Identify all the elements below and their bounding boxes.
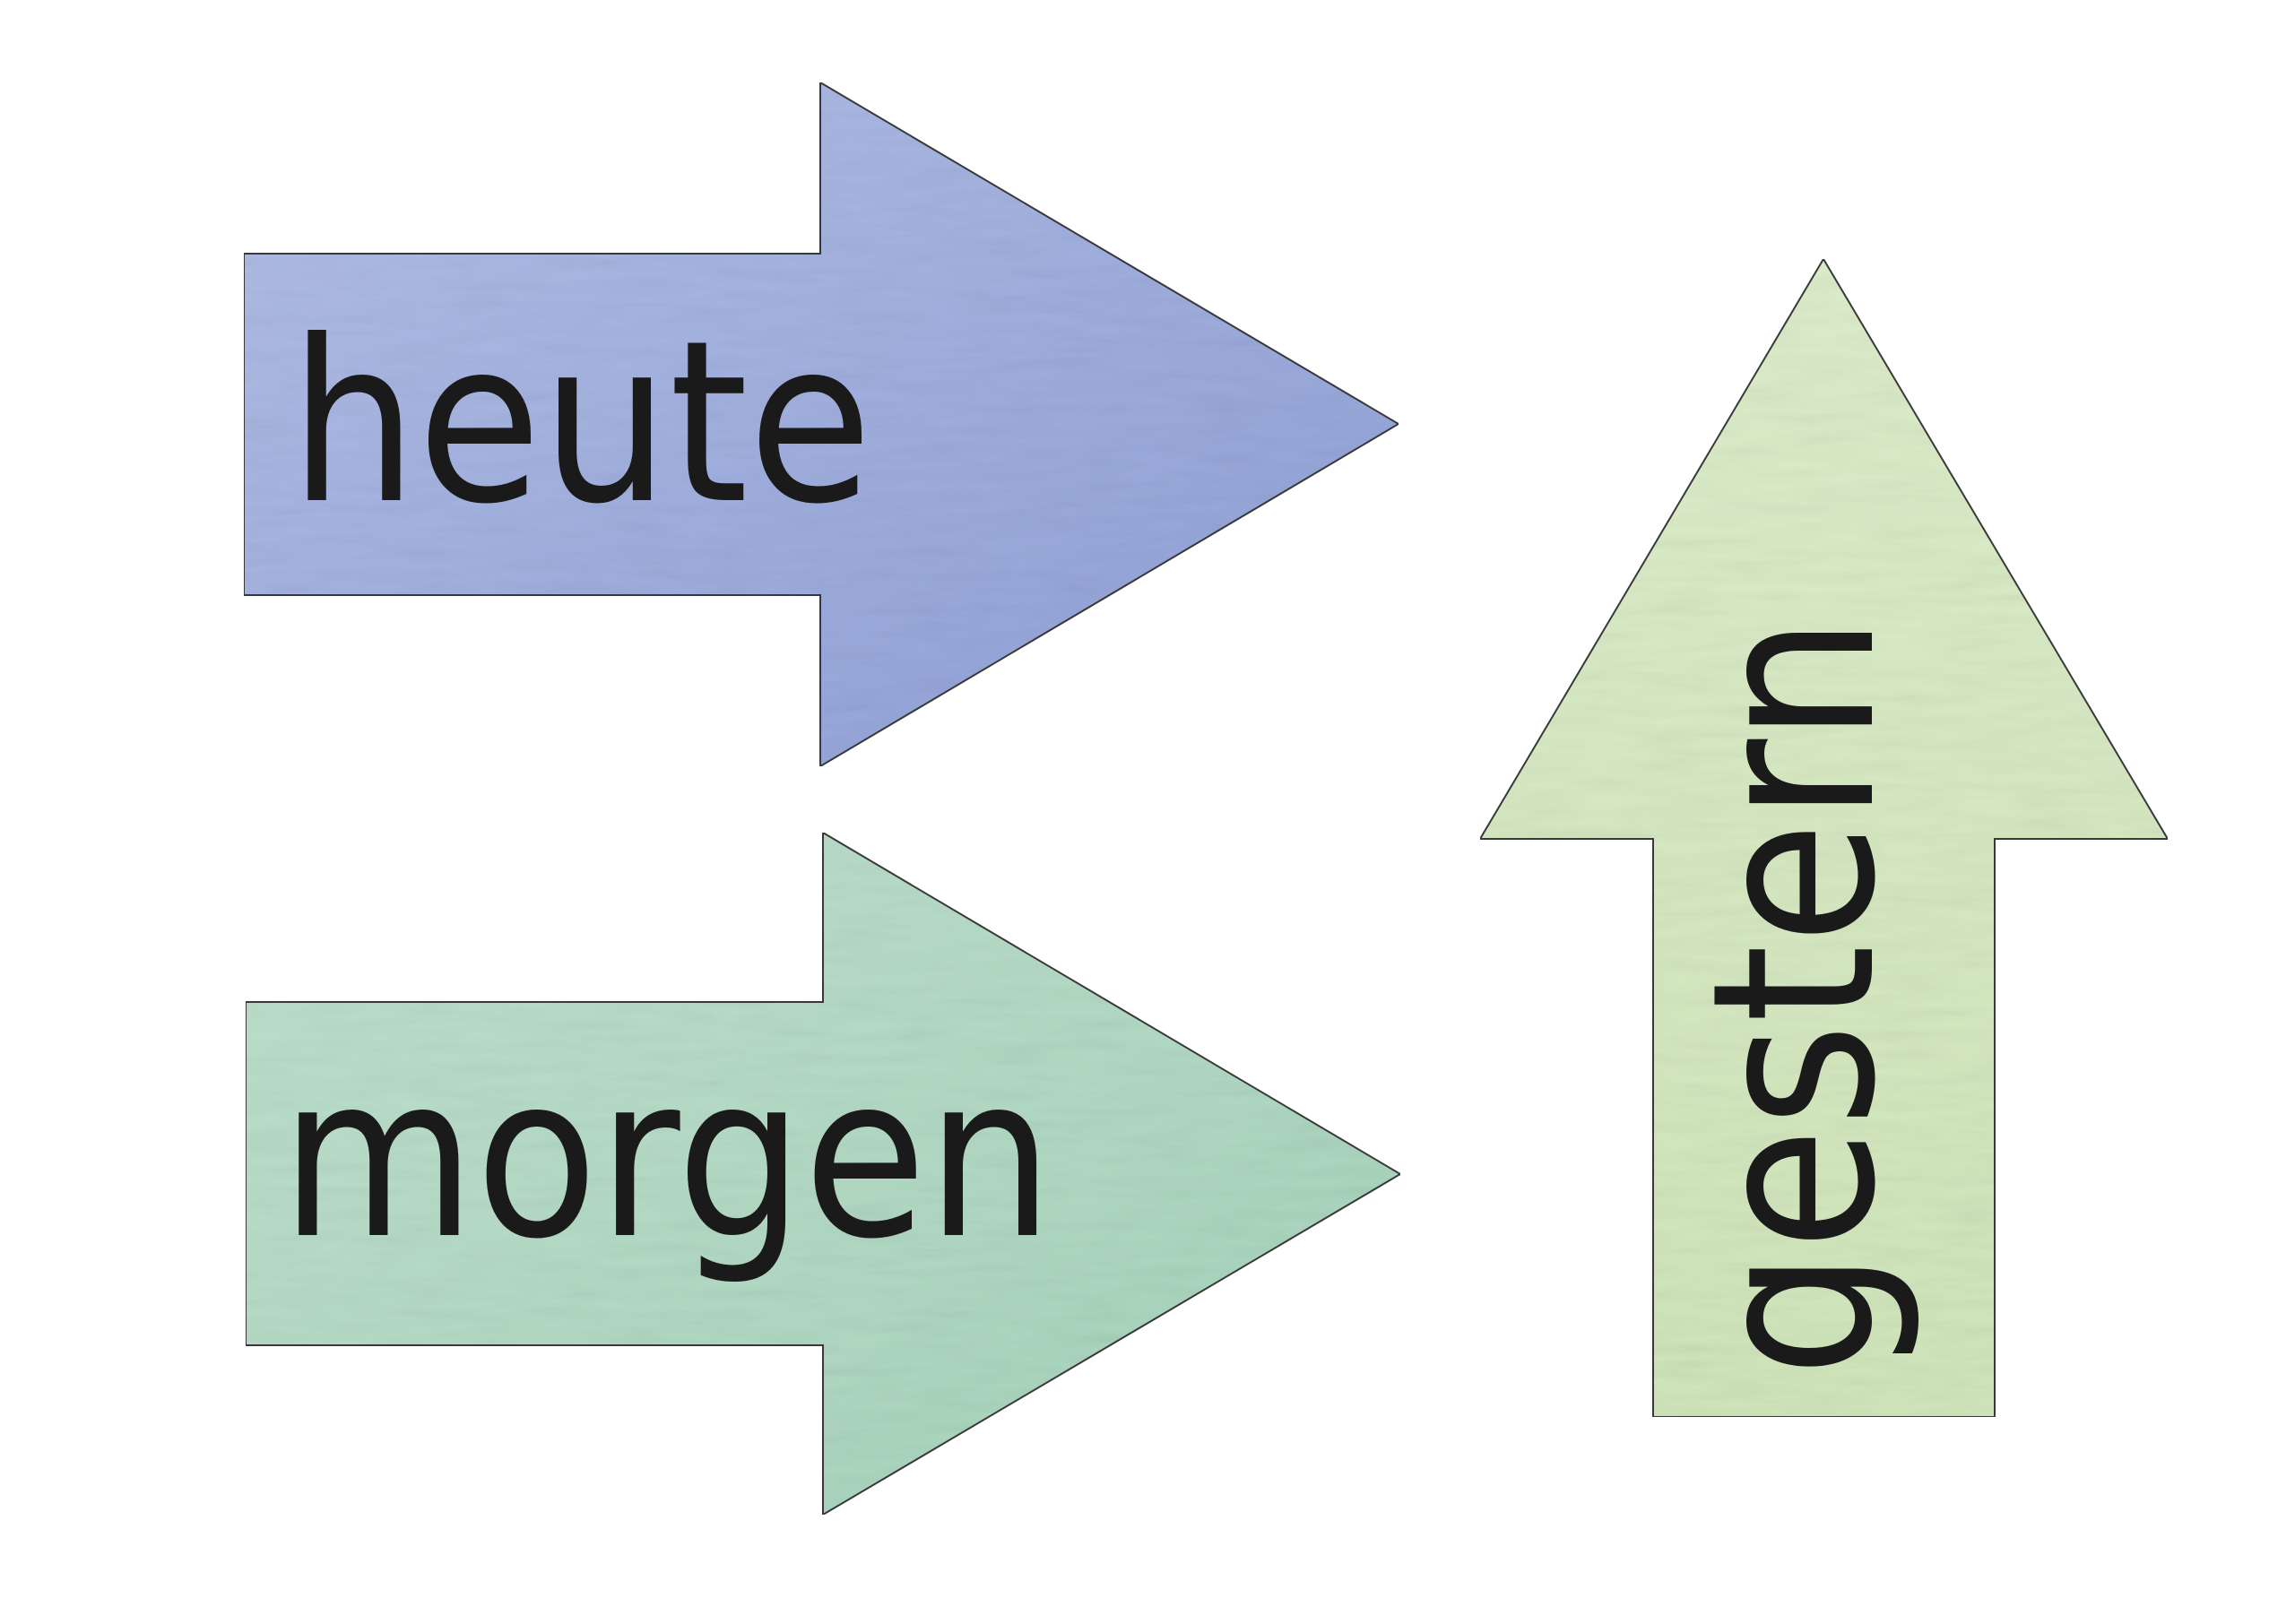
- gestern-arrow: gestern: [1478, 257, 2169, 1418]
- heute-label: heute: [290, 292, 872, 553]
- gestern-arrow-shape: [1478, 257, 2169, 1418]
- gestern-label: gestern: [1664, 616, 1925, 1378]
- heute-arrow-shape: [243, 81, 1400, 768]
- morgen-arrow: morgen: [245, 831, 1402, 1516]
- heute-arrow: heute: [243, 81, 1400, 768]
- morgen-arrow-shape: [245, 831, 1402, 1516]
- morgen-label: morgen: [281, 1027, 1053, 1288]
